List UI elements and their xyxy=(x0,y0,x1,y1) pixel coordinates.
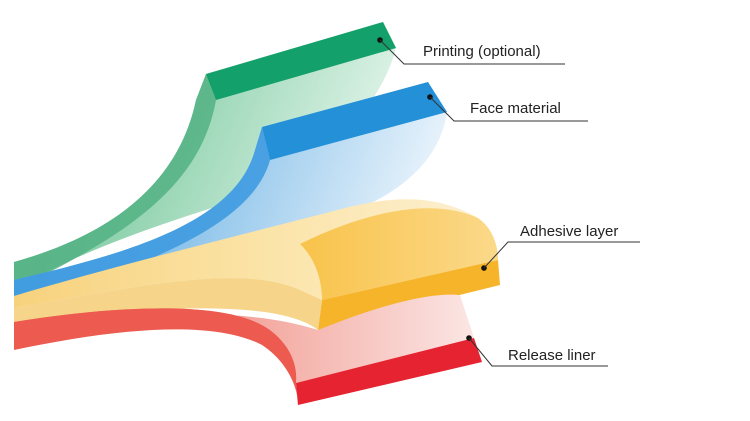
callout-face-leader xyxy=(429,96,588,122)
callout-face: Face material xyxy=(427,94,588,122)
face-layer-top xyxy=(262,82,447,160)
liner-layer xyxy=(14,294,482,405)
adhesive-layer xyxy=(14,199,500,330)
adhesive-layer-front xyxy=(318,260,500,330)
callout-adhesive-leader xyxy=(483,241,640,269)
adhesive-layer-edge xyxy=(14,278,322,330)
callout-liner-leader xyxy=(468,337,608,367)
callout-liner-label: Release liner xyxy=(508,347,596,364)
callout-printing-leader xyxy=(379,39,565,65)
callout-adhesive: Adhesive layer xyxy=(481,223,640,271)
printing-layer-top xyxy=(206,22,396,100)
callout-liner: Release liner xyxy=(466,335,608,367)
callout-adhesive-label: Adhesive layer xyxy=(520,223,618,240)
callout-printing: Printing (optional) xyxy=(377,37,565,65)
callout-printing-label: Printing (optional) xyxy=(423,43,541,60)
liner-layer-front xyxy=(296,338,482,405)
printing-layer-edge xyxy=(14,74,216,290)
liner-layer-edge xyxy=(14,308,298,405)
adhesive-layer-top xyxy=(300,208,498,300)
callout-face-label: Face material xyxy=(470,100,561,117)
printing-layer xyxy=(14,22,396,290)
